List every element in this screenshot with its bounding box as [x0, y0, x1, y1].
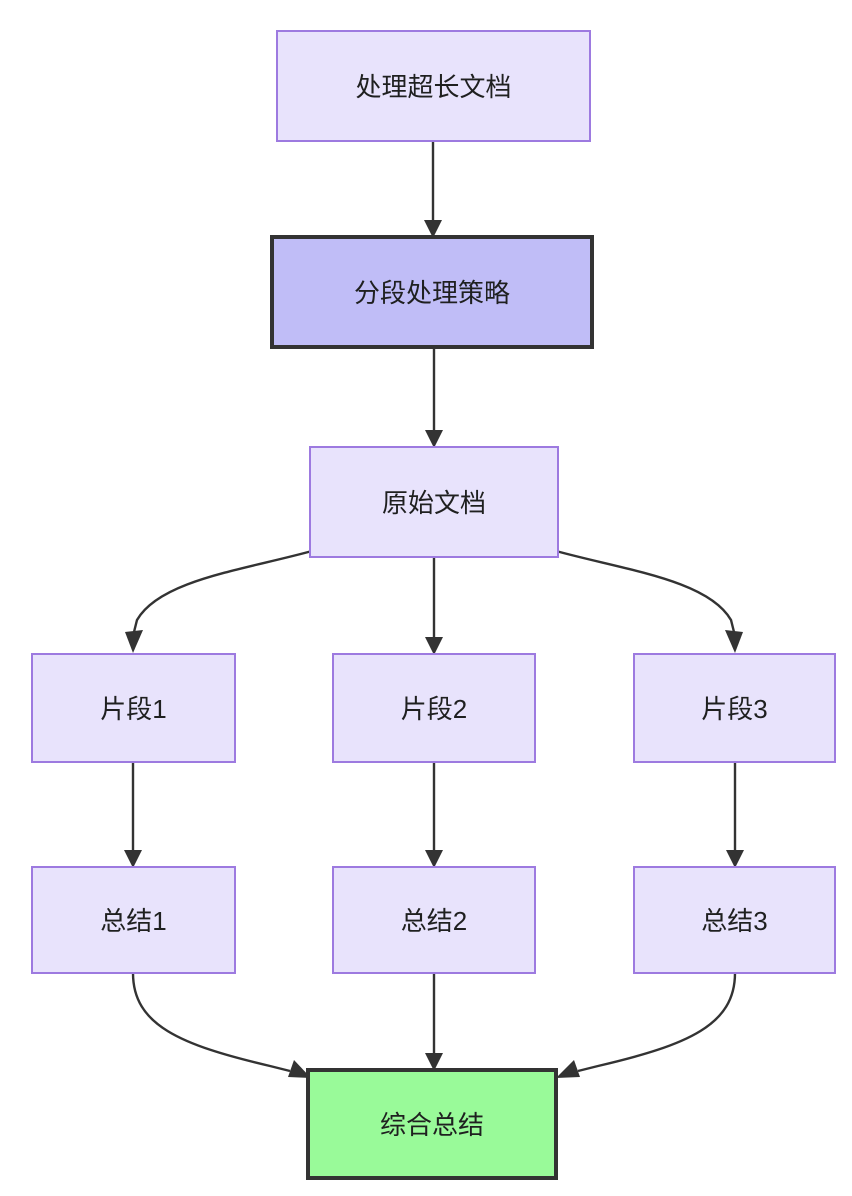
arrowhead-icon: [425, 1053, 443, 1071]
edge-n5-n8: [425, 762, 443, 868]
arrowhead-icon: [425, 850, 443, 868]
node-final-summary[interactable]: 综合总结: [306, 1068, 558, 1180]
node-box[interactable]: [276, 30, 591, 142]
node-layer: 处理超长文档 分段处理策略 原始文档 片段1 片段2 片段3 总结1: [31, 30, 836, 1180]
node-box[interactable]: [633, 866, 836, 974]
node-summary-2[interactable]: 总结2: [332, 866, 536, 974]
node-box[interactable]: [270, 235, 594, 349]
node-chunking-strategy[interactable]: 分段处理策略: [270, 235, 594, 349]
node-original-document[interactable]: 原始文档: [309, 446, 559, 558]
node-box[interactable]: [332, 653, 536, 763]
node-fragment-1[interactable]: 片段1: [31, 653, 236, 763]
node-box[interactable]: [309, 446, 559, 558]
edge-n2-n3: [425, 347, 443, 448]
edge-n3-n5: [425, 557, 443, 655]
node-fragment-3[interactable]: 片段3: [633, 653, 836, 763]
edge-n8-n10: [425, 973, 443, 1071]
node-summary-3[interactable]: 总结3: [633, 866, 836, 974]
arrowhead-icon: [424, 220, 442, 238]
edge-layer: [124, 141, 744, 1078]
edge-n6-n9: [726, 762, 744, 868]
node-summary-1[interactable]: 总结1: [31, 866, 236, 974]
node-box[interactable]: [332, 866, 536, 974]
edge-n9-n10: [556, 972, 737, 1078]
arrowhead-icon: [425, 430, 443, 448]
edge-n3-n4: [125, 549, 313, 653]
edge-n1-n2: [424, 141, 442, 238]
edge-n3-n6: [555, 549, 743, 653]
arrowhead-icon: [725, 630, 743, 653]
node-fragment-2[interactable]: 片段2: [332, 653, 536, 763]
arrowhead-icon: [556, 1060, 580, 1078]
edge-n7-n10: [131, 972, 311, 1078]
node-box[interactable]: [31, 653, 236, 763]
node-process-long-document[interactable]: 处理超长文档: [276, 30, 591, 142]
arrowhead-icon: [425, 637, 443, 655]
edge-n4-n7: [124, 762, 142, 868]
arrowhead-icon: [726, 850, 744, 868]
node-box[interactable]: [306, 1068, 558, 1180]
arrowhead-icon: [288, 1060, 311, 1078]
arrowhead-icon: [125, 630, 143, 653]
node-box[interactable]: [633, 653, 836, 763]
arrowhead-icon: [124, 850, 142, 868]
node-box[interactable]: [31, 866, 236, 974]
